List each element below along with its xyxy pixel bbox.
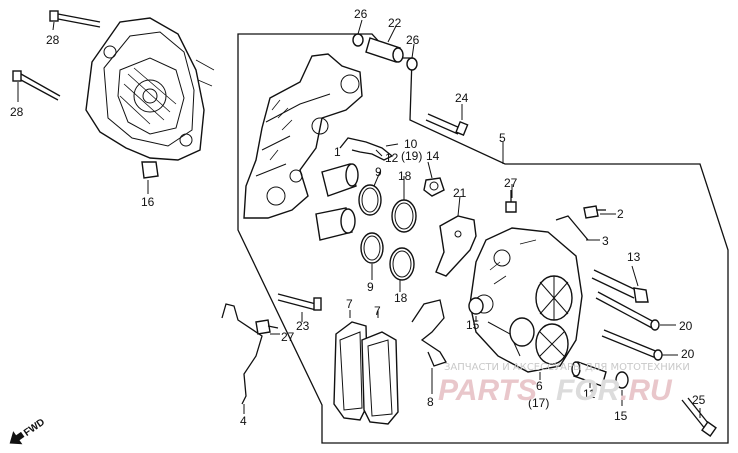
bolt-28-lower [12,70,61,101]
seal-9-upper [358,184,382,216]
callout-26-upper: 26 [354,7,368,21]
cap-14 [423,177,445,197]
callout-19: (19) [401,149,422,163]
callout-25: 25 [692,393,706,407]
seal-18-lower [389,247,415,281]
sleeve-22 [352,33,418,71]
piston-1-upper [321,163,359,197]
callout-18-upper: 18 [398,169,412,183]
pad-spring-8 [411,299,447,367]
watermark-brand-parts: PARTS [438,374,537,407]
callout-2: 2 [617,207,624,221]
callout-5: 5 [499,131,506,145]
fwd-label: FWD [22,417,47,439]
bolt-28-upper [49,10,101,28]
callout-15-lower: 15 [614,409,628,423]
shim-plate-21 [435,215,477,277]
callout-17: (17) [528,396,549,410]
callout-1: 1 [334,145,341,159]
fwd-arrow-icon [9,431,25,445]
callout-22: 22 [388,16,402,30]
watermark-brand-for: FOR [556,374,620,407]
sleeve-15-lower [615,371,629,389]
watermark: ЗАПЧАСТИ И АКСЕССУАРЫ ДЛЯ МОТОТЕХНИКИ PA… [438,362,690,407]
watermark-brand-ru: .RU [620,374,673,407]
caliper-body-6 [469,227,583,373]
pin-20-lower [601,329,663,361]
seal-18-upper [391,199,417,233]
fwd-direction-marker: FWD [9,417,47,445]
callout-8: 8 [427,395,434,409]
callout-20-lower: 20 [681,347,695,361]
callout-7-right: 7 [374,304,381,318]
callout-28-lower: 28 [10,105,24,119]
watermark-caption: ЗАПЧАСТИ И АКСЕССУАРЫ ДЛЯ МОТОТЕХНИКИ [444,362,690,373]
brake-pad-7-inner [361,331,399,425]
bleeder-27-upper [505,190,517,213]
callout-11: 11 [583,387,596,401]
brake-pad-7-outer [333,321,369,421]
callout-6: 6 [536,379,543,393]
clip-3 [555,215,589,241]
callout-labels: 28 28 16 26 22 26 24 5 10 (19) 12 1 14 9… [10,7,706,428]
callout-13: 13 [627,250,641,264]
callout-18-lower: 18 [394,291,408,305]
callout-23: 23 [296,319,310,333]
callout-7-left: 7 [346,297,353,311]
callout-28-upper: 28 [46,33,60,47]
sleeve-15-upper [468,297,484,315]
callout-27-upper: 27 [504,176,518,190]
pin-20-upper [595,291,660,331]
pin-13 [591,269,649,303]
callout-16: 16 [141,195,155,209]
bolt-2 [583,205,606,219]
piston-1-lower [315,207,356,241]
pin-23 [277,293,322,311]
callout-12: 12 [385,151,399,165]
bleeder-27-lower [255,319,279,335]
callout-14: 14 [426,149,440,163]
caliper-bracket [243,53,363,219]
pad-retainer-4 [221,303,263,405]
callout-21: 21 [453,186,467,200]
retainer-spring-10 [339,137,394,161]
callout-4: 4 [240,414,247,428]
callout-26-lower: 26 [406,33,420,47]
leader-lines [17,19,701,418]
callout-10: 10 [404,137,418,151]
callout-9-lower: 9 [367,280,374,294]
callout-3: 3 [602,234,609,248]
pin-24 [425,113,469,136]
sleeve-11 [571,361,607,387]
bolt-25 [681,397,717,437]
callout-27-lower: 27 [281,330,295,344]
seal-9-lower [360,232,384,264]
callout-15-upper: 15 [466,318,480,332]
callout-24: 24 [455,91,469,105]
caliper-assembly-mounted [85,17,215,179]
callout-20-upper: 20 [679,319,693,333]
callout-9-upper: 9 [375,165,382,179]
